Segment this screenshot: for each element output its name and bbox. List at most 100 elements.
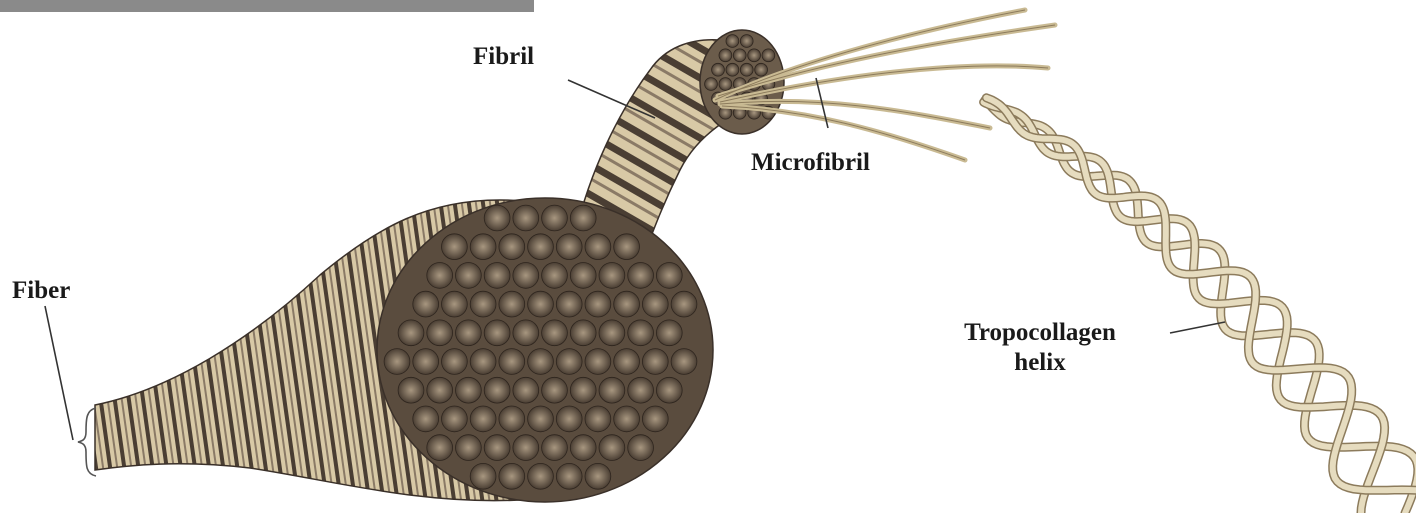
fibril-cross-section	[442, 234, 468, 260]
fibril-cross-section	[442, 349, 468, 375]
fibril-cross-section	[585, 463, 611, 489]
microfibril-cross-section	[755, 63, 768, 76]
fibril-cross-section	[427, 320, 453, 346]
fibril-cross-section	[585, 349, 611, 375]
fibril-cross-section	[614, 349, 640, 375]
fibril-cross-section	[484, 377, 510, 403]
fibril-cross-section	[528, 463, 554, 489]
microfibril-cross-section	[726, 35, 739, 48]
fibril-cross-section	[470, 406, 496, 432]
fibril-cross-section	[614, 406, 640, 432]
fibril-cross-section	[528, 349, 554, 375]
fibril-cross-section	[585, 406, 611, 432]
fibril-cross-section	[528, 234, 554, 260]
fibril-cross-section	[614, 291, 640, 317]
fiber-bracket	[78, 408, 96, 476]
fibril-cross-section	[398, 320, 424, 346]
fibril-cross-section	[556, 349, 582, 375]
fibril-label: Fibril	[473, 42, 534, 72]
fibril-cross-section	[484, 435, 510, 461]
fibril-cross-section	[628, 263, 654, 289]
microfibril-cross-section	[726, 63, 739, 76]
fiber-label: Fiber	[12, 276, 70, 306]
fibril-cross-section	[442, 291, 468, 317]
fibril-cross-section	[542, 263, 568, 289]
fibril-cross-section	[384, 349, 410, 375]
fibril-cross-section	[570, 263, 596, 289]
tropocollagen-leader-line	[1170, 322, 1225, 333]
fibril-cross-section	[656, 377, 682, 403]
fibril-cross-section	[499, 291, 525, 317]
fibril-cross-section	[556, 291, 582, 317]
fibril-cross-section	[499, 349, 525, 375]
fibril-cross-section	[556, 234, 582, 260]
fibril-cross-section	[513, 377, 539, 403]
fibril-cross-section	[599, 435, 625, 461]
fibril-cross-section	[499, 406, 525, 432]
fibril-cross-section	[628, 320, 654, 346]
fibril-cross-section	[456, 263, 482, 289]
helix-strand	[984, 102, 1385, 513]
fibril-cross-section	[628, 435, 654, 461]
fibril-cross-section	[513, 320, 539, 346]
microfibril-cross-section	[719, 49, 732, 62]
fibril-cross-section	[484, 263, 510, 289]
fibril-cross-section	[528, 406, 554, 432]
fibril-cross-section	[499, 463, 525, 489]
fibril-cross-section	[570, 377, 596, 403]
fibril-cross-section	[628, 377, 654, 403]
fibril-cross-section	[470, 234, 496, 260]
fibril-cross-section	[413, 349, 439, 375]
helix-strand-outline	[984, 102, 1385, 513]
fibril-cross-section	[499, 234, 525, 260]
microfibril-cross-section	[733, 49, 746, 62]
microfibril-cross-section	[740, 63, 753, 76]
fibril-cross-section	[528, 291, 554, 317]
fibril-cross-section	[656, 263, 682, 289]
fibril-cross-section	[470, 291, 496, 317]
fibril-cross-section	[542, 320, 568, 346]
fibril-cross-section	[542, 377, 568, 403]
helix-strand-outline	[985, 100, 1416, 513]
fibril-cross-section	[585, 291, 611, 317]
fiber-leader-line	[45, 306, 73, 440]
tropocollagen-label-line2: helix	[920, 348, 1160, 378]
fibril-cross-section	[642, 291, 668, 317]
fibril-cross-section	[570, 205, 596, 231]
fibril-cross-section	[570, 435, 596, 461]
fibril-cross-section	[556, 463, 582, 489]
fibril-cross-section	[513, 263, 539, 289]
fibril-cross-section	[570, 320, 596, 346]
fibril-cross-section	[427, 435, 453, 461]
fibril-cross-section	[398, 377, 424, 403]
fibril-cross-section	[427, 377, 453, 403]
fibril-cross-section	[513, 435, 539, 461]
fibril-cross-section	[456, 377, 482, 403]
fibril-cross-section	[484, 205, 510, 231]
fibril-cross-section	[599, 377, 625, 403]
fibril-cross-section	[614, 234, 640, 260]
microfibril-cross-section	[705, 78, 718, 91]
fibril-cross-section	[556, 406, 582, 432]
microfibril-label: Microfibril	[751, 148, 870, 178]
fibril-cross-section	[442, 406, 468, 432]
tropocollagen-label: Tropocollagen helix	[920, 318, 1160, 378]
fibril-cross-section	[671, 291, 697, 317]
fibril-cross-section	[456, 435, 482, 461]
fibril-cross-section	[542, 205, 568, 231]
fibril-cross-section	[427, 263, 453, 289]
tropocollagen-label-line1: Tropocollagen	[920, 318, 1160, 348]
fibril-cross-section	[513, 205, 539, 231]
fibril-cross-section	[585, 234, 611, 260]
fibril-cross-section	[413, 406, 439, 432]
microfibril-cross-section	[748, 49, 761, 62]
tropocollagen-helix	[984, 98, 1416, 513]
fibril-cross-section	[599, 320, 625, 346]
fibril-cross-section	[542, 435, 568, 461]
microfibril-cross-section	[740, 35, 753, 48]
fibril-cross-section	[642, 406, 668, 432]
fibril-cross-section	[642, 349, 668, 375]
fibril-cross-section	[470, 349, 496, 375]
